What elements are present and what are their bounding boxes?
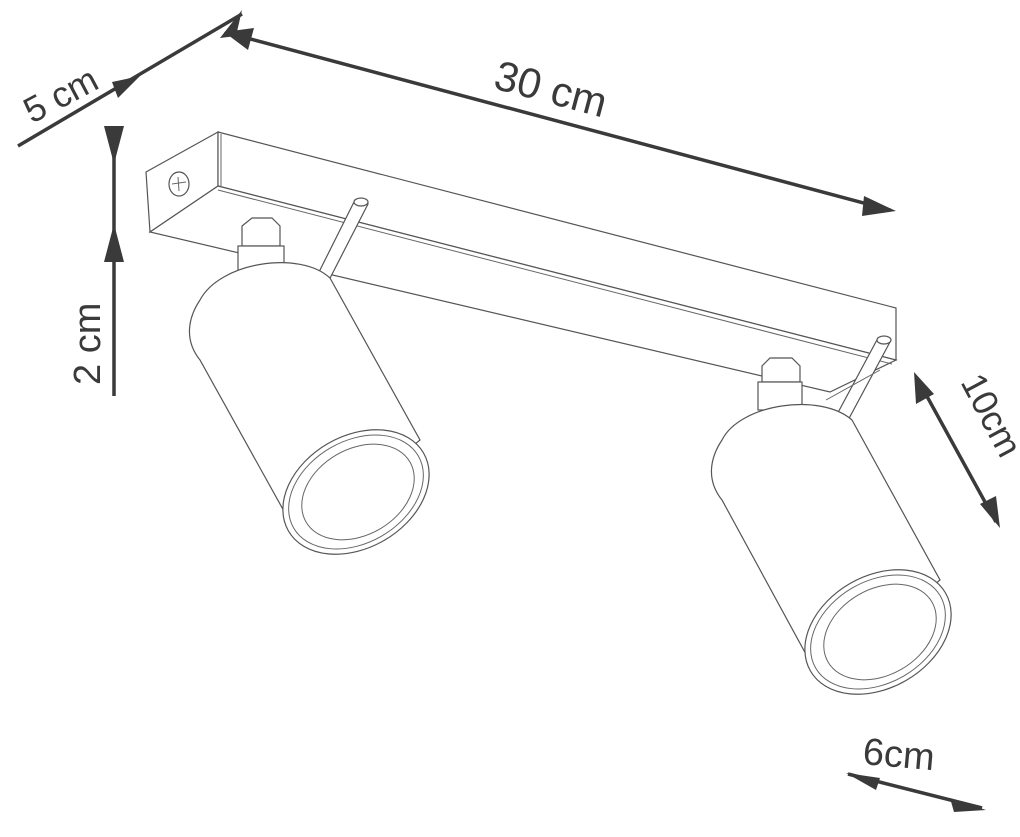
arrow-head-icon	[862, 196, 896, 216]
arrow-head-icon	[104, 126, 124, 164]
shade-diameter-label: 6cm	[861, 731, 936, 779]
left-spotlight	[188, 197, 430, 555]
dimension-height: 2 cm	[67, 126, 124, 396]
arrow-head-icon	[980, 496, 1000, 528]
right-spotlight	[710, 335, 952, 695]
screw-icon	[168, 171, 190, 197]
arrow-head-icon	[846, 773, 880, 790]
dimension-shade-diameter: 6cm	[846, 731, 986, 812]
dimension-depth: 5 cm	[17, 10, 243, 148]
arrow-head-icon	[112, 76, 140, 98]
dimension-shade-length: 10cm	[914, 367, 1020, 528]
arrow-head-icon	[950, 798, 986, 812]
arrow-head-icon	[224, 28, 254, 50]
arrow-head-icon	[914, 372, 934, 404]
length-label: 30 cm	[490, 51, 613, 126]
shade-length-label: 10cm	[953, 367, 1020, 464]
arrow-head-icon	[104, 224, 124, 262]
height-label: 2 cm	[67, 303, 109, 385]
